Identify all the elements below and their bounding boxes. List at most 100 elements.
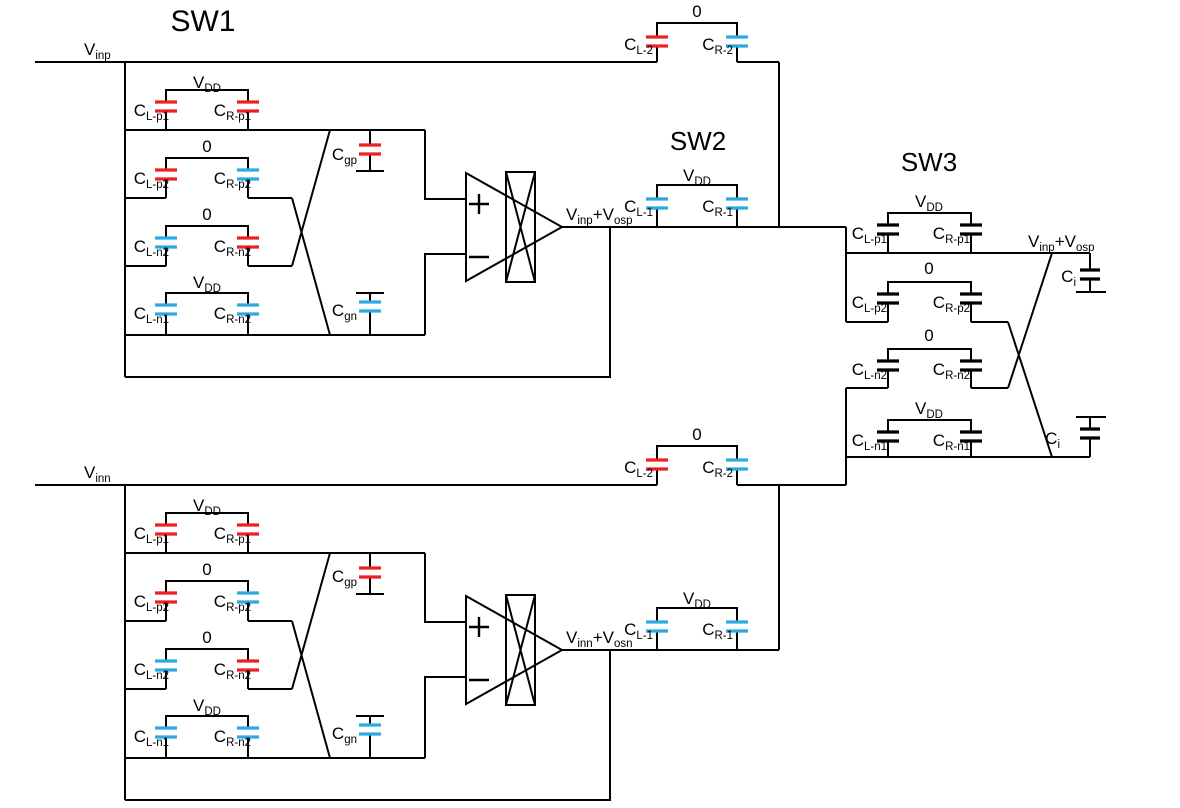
cap-label-cgn-top: Cgn (332, 301, 357, 323)
cap-cgp-top-plates (359, 143, 381, 156)
cap-cl-1-top-plates (646, 197, 668, 210)
cap-cl-p2-bottom-plates (155, 591, 177, 604)
comparator-bottom-crossed-box (505, 594, 536, 706)
sw2-title: SW2 (670, 126, 726, 156)
output-label-top: Vinp+Vosp (566, 205, 633, 227)
sw1-top-cap-brackets-leads (165, 89, 249, 335)
vdd-label-sw1b-r1: VDD (193, 496, 221, 518)
ci-top-leads-ground (1076, 253, 1106, 293)
cgp-bottom-leads-ground (356, 553, 384, 595)
comparator-bottom (465, 594, 779, 706)
cap-cr-2-top-plates (726, 35, 748, 48)
cap-label-cl-n1-top: CL-n1 (134, 304, 169, 326)
cap-cr-n1-top-plates (237, 303, 259, 316)
cap-cr-n2-bottom-plates (237, 659, 259, 672)
cap-cl-p1-top-plates (155, 100, 177, 113)
zero-label-sw1t-r2: 0 (202, 137, 211, 156)
comparator-top (465, 171, 846, 283)
cap-cr-n2-top-plates (237, 236, 259, 249)
output-label-sw3: Vinp+Vosp (1028, 232, 1095, 254)
sw3-row-output-wires (846, 321, 1008, 389)
cap-label-cgp-top: Cgp (332, 145, 357, 167)
sw1-title: SW1 (170, 5, 235, 38)
sw1-top-cross-coupling-wires (291, 129, 331, 336)
cap-cr-p1-top-plates (237, 100, 259, 113)
cap-label-cr-n2-bot: CR-n2 (214, 660, 251, 682)
vinp-label: Vinp (84, 40, 111, 62)
comparator-top-triangle (465, 171, 565, 283)
vdd-label-sw2b: VDD (683, 589, 711, 611)
vinn-label: Vinn (84, 463, 111, 485)
cgn-bottom-leads-ground (356, 715, 384, 758)
cap-cl-n1-bottom-plates (155, 726, 177, 739)
cap-label-cr-p2-sw3: CR-p2 (933, 293, 970, 315)
cap-cgn-bottom-plates (359, 723, 381, 736)
pair2-top-bracket-leads (656, 22, 780, 227)
cap-label-cr-n1-bot: CR-n2 (214, 727, 251, 749)
cap-cl-p2-top-plates (155, 168, 177, 181)
vdd-label-sw1t-r1: VDD (193, 73, 221, 95)
cap-cgp-bottom-plates (359, 566, 381, 579)
sw1-bottom-cap-brackets-leads (165, 512, 249, 758)
cap-label-cgp-bot: Cgp (332, 567, 357, 589)
schematic-labels: SW1 SW2 SW3 Vinp Vinn VDD VDD VDD VDD VD… (84, 2, 1095, 749)
cap-label-cgn-bot: Cgn (332, 724, 357, 746)
cap-label-cr-2-top: CR-2 (702, 35, 733, 57)
comparator-bottom-triangle (465, 594, 565, 706)
cap-label-cr-n2-top: CR-n2 (214, 237, 251, 259)
cgn-top-leads-ground (356, 292, 384, 335)
vdd-label-sw1t-r4: VDD (193, 273, 221, 295)
cap-label-cl-1-top: CL-1 (624, 197, 653, 219)
cap-label-cl-p2-top: CL-p2 (134, 169, 169, 191)
vdd-label-sw2t: VDD (683, 166, 711, 188)
cap-label-cl-n2-top: CL-n2 (134, 237, 169, 259)
cap-ci-top-plates (1080, 268, 1100, 281)
sw1-top-amp-input-wires (424, 130, 466, 335)
sw1-top-feedback-wire (125, 227, 611, 378)
cap-cl-1-bottom-plates (646, 620, 668, 633)
comparator-top-plus-sign (469, 194, 489, 214)
zero-label-sw1b-r2: 0 (202, 560, 211, 579)
cap-cr-p1-bottom-plates (237, 523, 259, 536)
cap-label-cr-n2-sw3: CR-n2 (933, 360, 970, 382)
cap-label-cr-n1-sw3: CR-n1 (933, 431, 970, 453)
cap-cr-1-top-plates (726, 197, 748, 210)
zero-label-sw1b-r3: 0 (202, 628, 211, 647)
zero-label-pair2t: 0 (692, 2, 701, 21)
cap-label-cl-n1-bot: CL-n1 (134, 727, 169, 749)
comparator-bottom-plus-sign (469, 617, 489, 637)
sw1-bottom-row-output-wires (125, 620, 292, 690)
sw1-top-block (35, 61, 657, 378)
zero-label-sw3-r3: 0 (924, 326, 933, 345)
cap-label-ci-bottom: Ci (1045, 429, 1060, 451)
cap-label-cl-p1-bot: CL-p1 (134, 524, 169, 546)
cap-cl-n2-top-plates (155, 236, 177, 249)
sw1-bottom-feedback-wire (125, 650, 611, 801)
sw3-block (845, 212, 1106, 485)
cap-cl-2-bottom-plates (646, 458, 668, 471)
zero-label-sw1t-r3: 0 (202, 205, 211, 224)
cap-label-cl-p2-bot: CL-p2 (134, 592, 169, 614)
cap-label-cr-1-bot: CR-1 (702, 620, 733, 642)
cap-cl-n1-top-plates (155, 303, 177, 316)
cap-label-cl-p1-top: CL-p1 (134, 101, 169, 123)
cap-label-cr-p1-top: CR-p1 (214, 101, 251, 123)
sw2-top-bracket-leads (656, 184, 738, 227)
cap-label-cl-1-bot: CL-1 (624, 620, 653, 642)
cap-cl-2-top-plates (646, 35, 668, 48)
cap-cl-n2-bottom-plates (155, 659, 177, 672)
cap-label-cr-p2-top: CR-p2 (214, 169, 251, 191)
sw1-bottom-cross-coupling-wires (291, 552, 331, 759)
cap-cl-p1-bottom-plates (155, 523, 177, 536)
sw3-title: SW3 (901, 147, 957, 177)
cap-label-ci-top: Ci (1061, 267, 1076, 289)
sw2-bottom-block (646, 445, 846, 650)
cap-cr-2-bottom-plates (726, 458, 748, 471)
cap-cr-p2-bottom-plates (237, 591, 259, 604)
cap-label-cl-n1-sw3: CL-n1 (852, 431, 887, 453)
sw2-top-block (646, 22, 780, 227)
cap-label-cl-p2-sw3: CL-p2 (852, 293, 887, 315)
zero-label-sw3-r2: 0 (924, 259, 933, 278)
cap-label-cr-p1-bot: CR-p1 (214, 524, 251, 546)
